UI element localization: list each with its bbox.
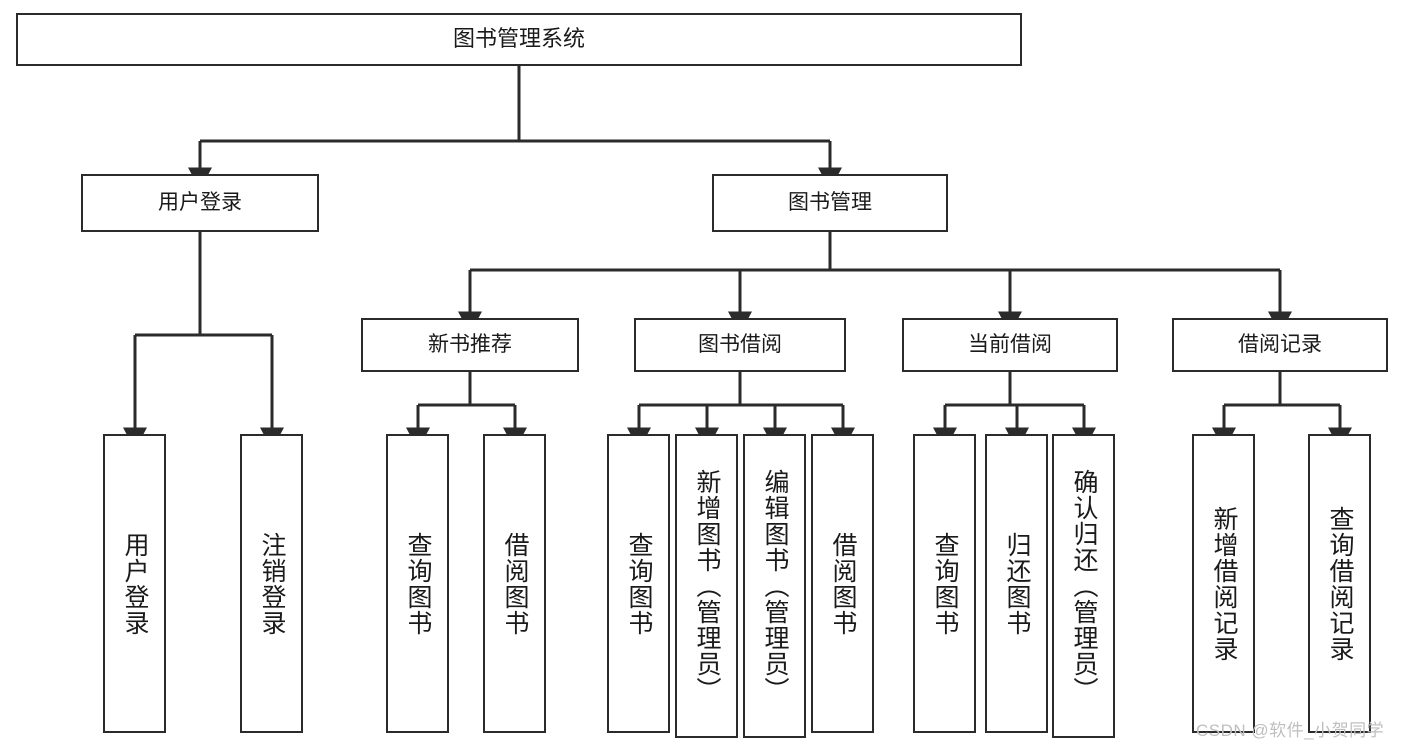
node-label-leaf-add-book: 新增图书（管理员）	[693, 469, 721, 703]
node-label-new-book-rec: 新书推荐	[428, 333, 512, 357]
node-label-leaf-confirm-return: 确认归还（管理员）	[1070, 469, 1098, 703]
node-label-leaf-user-logout: 注销登录	[258, 531, 286, 636]
node-label-leaf-query-book-2: 查询图书	[625, 531, 653, 636]
node-leaf-user-logout[interactable]: 注销登录	[240, 434, 303, 733]
node-leaf-return-book[interactable]: 归还图书	[985, 434, 1048, 733]
node-label-leaf-query-record: 查询借阅记录	[1326, 505, 1354, 662]
node-root[interactable]: 图书管理系统	[16, 13, 1022, 66]
node-user-login[interactable]: 用户登录	[81, 174, 319, 232]
node-leaf-query-book-1[interactable]: 查询图书	[386, 434, 449, 733]
node-book-borrow[interactable]: 图书借阅	[634, 318, 846, 372]
node-leaf-query-book-2[interactable]: 查询图书	[607, 434, 670, 733]
connector-paths	[123, 66, 1352, 450]
node-label-leaf-user-login: 用户登录	[121, 531, 149, 636]
node-label-leaf-add-record: 新增借阅记录	[1210, 505, 1238, 662]
node-leaf-borrow-book-1[interactable]: 借阅图书	[483, 434, 546, 733]
node-label-current-borrow: 当前借阅	[968, 333, 1052, 357]
node-leaf-query-record[interactable]: 查询借阅记录	[1308, 434, 1371, 733]
node-borrow-record[interactable]: 借阅记录	[1172, 318, 1388, 372]
node-label-leaf-borrow-book-1: 借阅图书	[501, 531, 529, 636]
node-leaf-user-login[interactable]: 用户登录	[103, 434, 166, 733]
node-label-root: 图书管理系统	[452, 26, 585, 52]
node-leaf-add-book[interactable]: 新增图书（管理员）	[675, 434, 738, 738]
node-leaf-query-book-3[interactable]: 查询图书	[913, 434, 976, 733]
node-new-book-rec[interactable]: 新书推荐	[361, 318, 579, 372]
node-leaf-add-record[interactable]: 新增借阅记录	[1192, 434, 1255, 733]
node-leaf-confirm-return[interactable]: 确认归还（管理员）	[1052, 434, 1115, 738]
node-label-user-login: 用户登录	[158, 191, 242, 215]
node-leaf-borrow-book-2[interactable]: 借阅图书	[811, 434, 874, 733]
node-label-borrow-record: 借阅记录	[1238, 333, 1322, 357]
node-leaf-edit-book[interactable]: 编辑图书（管理员）	[743, 434, 806, 738]
node-label-book-borrow: 图书借阅	[698, 333, 782, 357]
node-current-borrow[interactable]: 当前借阅	[902, 318, 1118, 372]
node-label-leaf-query-book-1: 查询图书	[404, 531, 432, 636]
node-label-leaf-return-book: 归还图书	[1003, 531, 1031, 636]
csdn-watermark: CSDN @软件_小贺同学	[1196, 721, 1385, 740]
node-label-leaf-edit-book: 编辑图书（管理员）	[761, 469, 789, 703]
node-label-leaf-query-book-3: 查询图书	[931, 531, 959, 636]
node-label-leaf-borrow-book-2: 借阅图书	[829, 531, 857, 636]
node-label-book-manage: 图书管理	[788, 191, 872, 215]
node-book-manage[interactable]: 图书管理	[712, 174, 948, 232]
